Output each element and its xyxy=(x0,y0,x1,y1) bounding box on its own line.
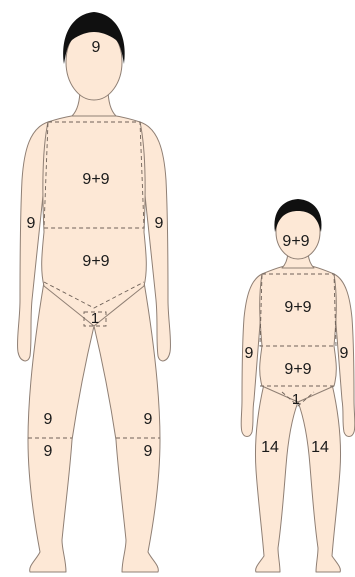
child-right-leg-label: 14 xyxy=(311,439,329,456)
child-right-arm-label: 9 xyxy=(340,345,349,362)
child-left-arm-label: 9 xyxy=(245,345,254,362)
adult-groin-label: 1 xyxy=(91,310,99,327)
adult-torso xyxy=(42,114,147,326)
adult-right-leg-label: 9 xyxy=(144,443,153,460)
adult-right-arm-label: 9 xyxy=(155,215,164,232)
adult-abdomen-label: 9+9 xyxy=(82,253,109,270)
adult-left-leg-label: 9 xyxy=(44,443,53,460)
child-chest-label: 9+9 xyxy=(284,299,311,316)
adult-left-arm-label: 9 xyxy=(27,215,36,232)
adult-head-label: 9 xyxy=(92,39,101,56)
child-figure: 9+9 9+9 9+9 1 9 9 14 14 xyxy=(241,199,355,572)
child-right-leg xyxy=(298,384,341,572)
adult-figure: 9 9+9 9+9 1 9 9 9 9 9 9 xyxy=(17,12,170,572)
child-abdomen-label: 9+9 xyxy=(284,361,311,378)
child-left-leg-label: 14 xyxy=(261,439,279,456)
child-torso xyxy=(260,264,337,402)
child-head-label: 9+9 xyxy=(282,233,309,250)
child-left-leg xyxy=(255,384,298,572)
adult-chest-label: 9+9 xyxy=(82,171,109,188)
adult-left-thigh-label: 9 xyxy=(44,411,53,428)
adult-right-thigh-label: 9 xyxy=(144,411,153,428)
child-groin-label: 1 xyxy=(292,391,300,408)
